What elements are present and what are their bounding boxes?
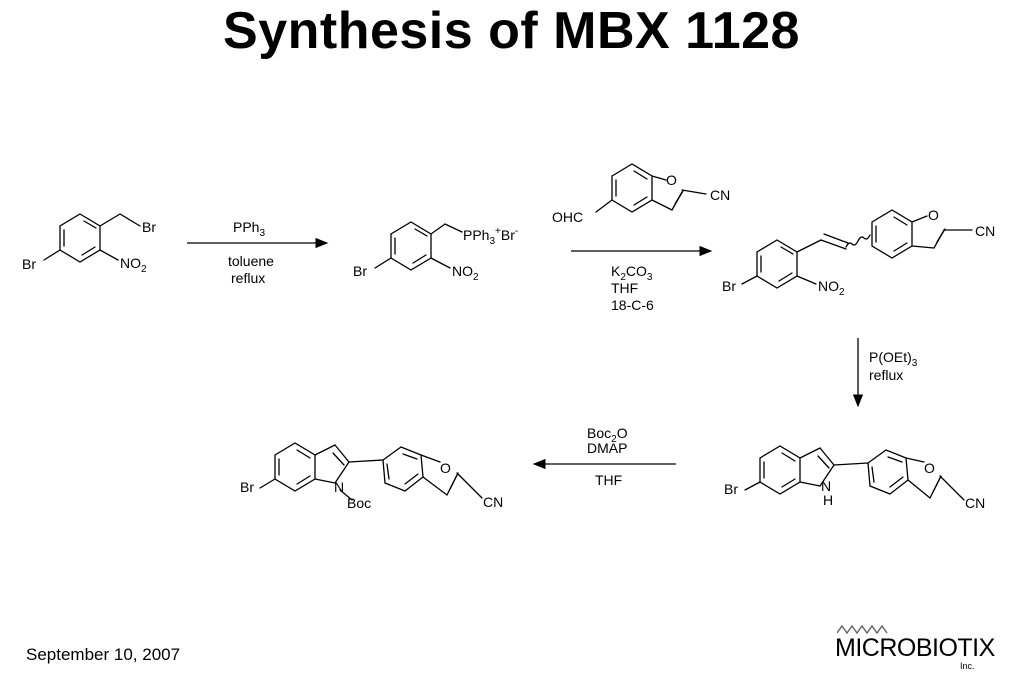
reagent-triethyl-phosphite: P(OEt)3 [869,349,918,369]
compound-mbx-1128: O CN Br N Boc [240,442,503,511]
indole-nitrogen-label: N [821,478,831,494]
nitro-label: NO2 [120,255,147,275]
boc-label: Boc [347,495,371,511]
logo-suffix: Inc. [960,661,975,671]
bromo-label: Br [240,479,254,495]
furan-oxygen-label: O [928,207,939,223]
bromo-label: Br [142,219,156,235]
footer-date: September 10, 2007 [26,645,181,664]
reaction-arrow-step4: Boc2O DMAP THF [532,425,676,488]
nitro-label: NO2 [818,278,845,298]
nitrile-label: CN [975,223,995,239]
solvent-thf: THF [611,280,638,296]
compound-indole: O CN Br N H [724,445,985,511]
condition-reflux: reflux [231,270,265,286]
furan-oxygen-label: O [440,460,451,476]
reaction-arrow-step2: K2CO3 THF 18-C-6 [571,245,713,313]
compound-stilbene: O CN Br NO2 [722,207,995,298]
aldehyde-label: OHC [552,209,583,225]
phosphonium-label: PPh3+Br- [463,226,518,247]
bromo-label: Br [22,256,36,272]
reaction-arrow-step3: P(OEt)3 reflux [852,338,918,408]
indole-nitrogen-label: N [334,479,344,495]
page-title: Synthesis of MBX 1128 [223,2,800,60]
company-logo: MICROBIOTIX Inc. [833,624,995,674]
compound-phosphonium-salt: PPh3+Br- Br NO2 [353,221,518,283]
nitrile-label: CN [483,494,503,510]
condition-reflux: reflux [869,367,903,383]
reagent-pph3: PPh3 [233,219,265,239]
indole-hydrogen-label: H [823,492,833,508]
nitrile-label: CN [710,187,730,203]
logo-wordmark: MICROBIOTIX [835,634,995,662]
bromo-label: Br [724,481,738,497]
nitrile-label: CN [965,495,985,511]
solvent-toluene: toluene [228,253,274,269]
solvent-thf: THF [595,472,622,488]
reagent-boc2o: Boc2O [587,425,628,445]
catalyst-dmap: DMAP [587,440,627,456]
logo-zigzag-icon [837,624,888,635]
bromo-label: Br [353,263,367,279]
reaction-arrow-step1: PPh3 toluene reflux [187,219,329,286]
bromo-label: Br [722,278,736,294]
compound-benzyl-bromide: Br Br NO2 [22,213,156,275]
furan-oxygen-label: O [666,172,677,188]
nitro-label: NO2 [452,263,479,283]
compound-benzofuran-aldehyde: O CN OHC [552,163,730,225]
furan-oxygen-label: O [924,460,935,476]
additive-crown-ether: 18-C-6 [611,297,654,313]
